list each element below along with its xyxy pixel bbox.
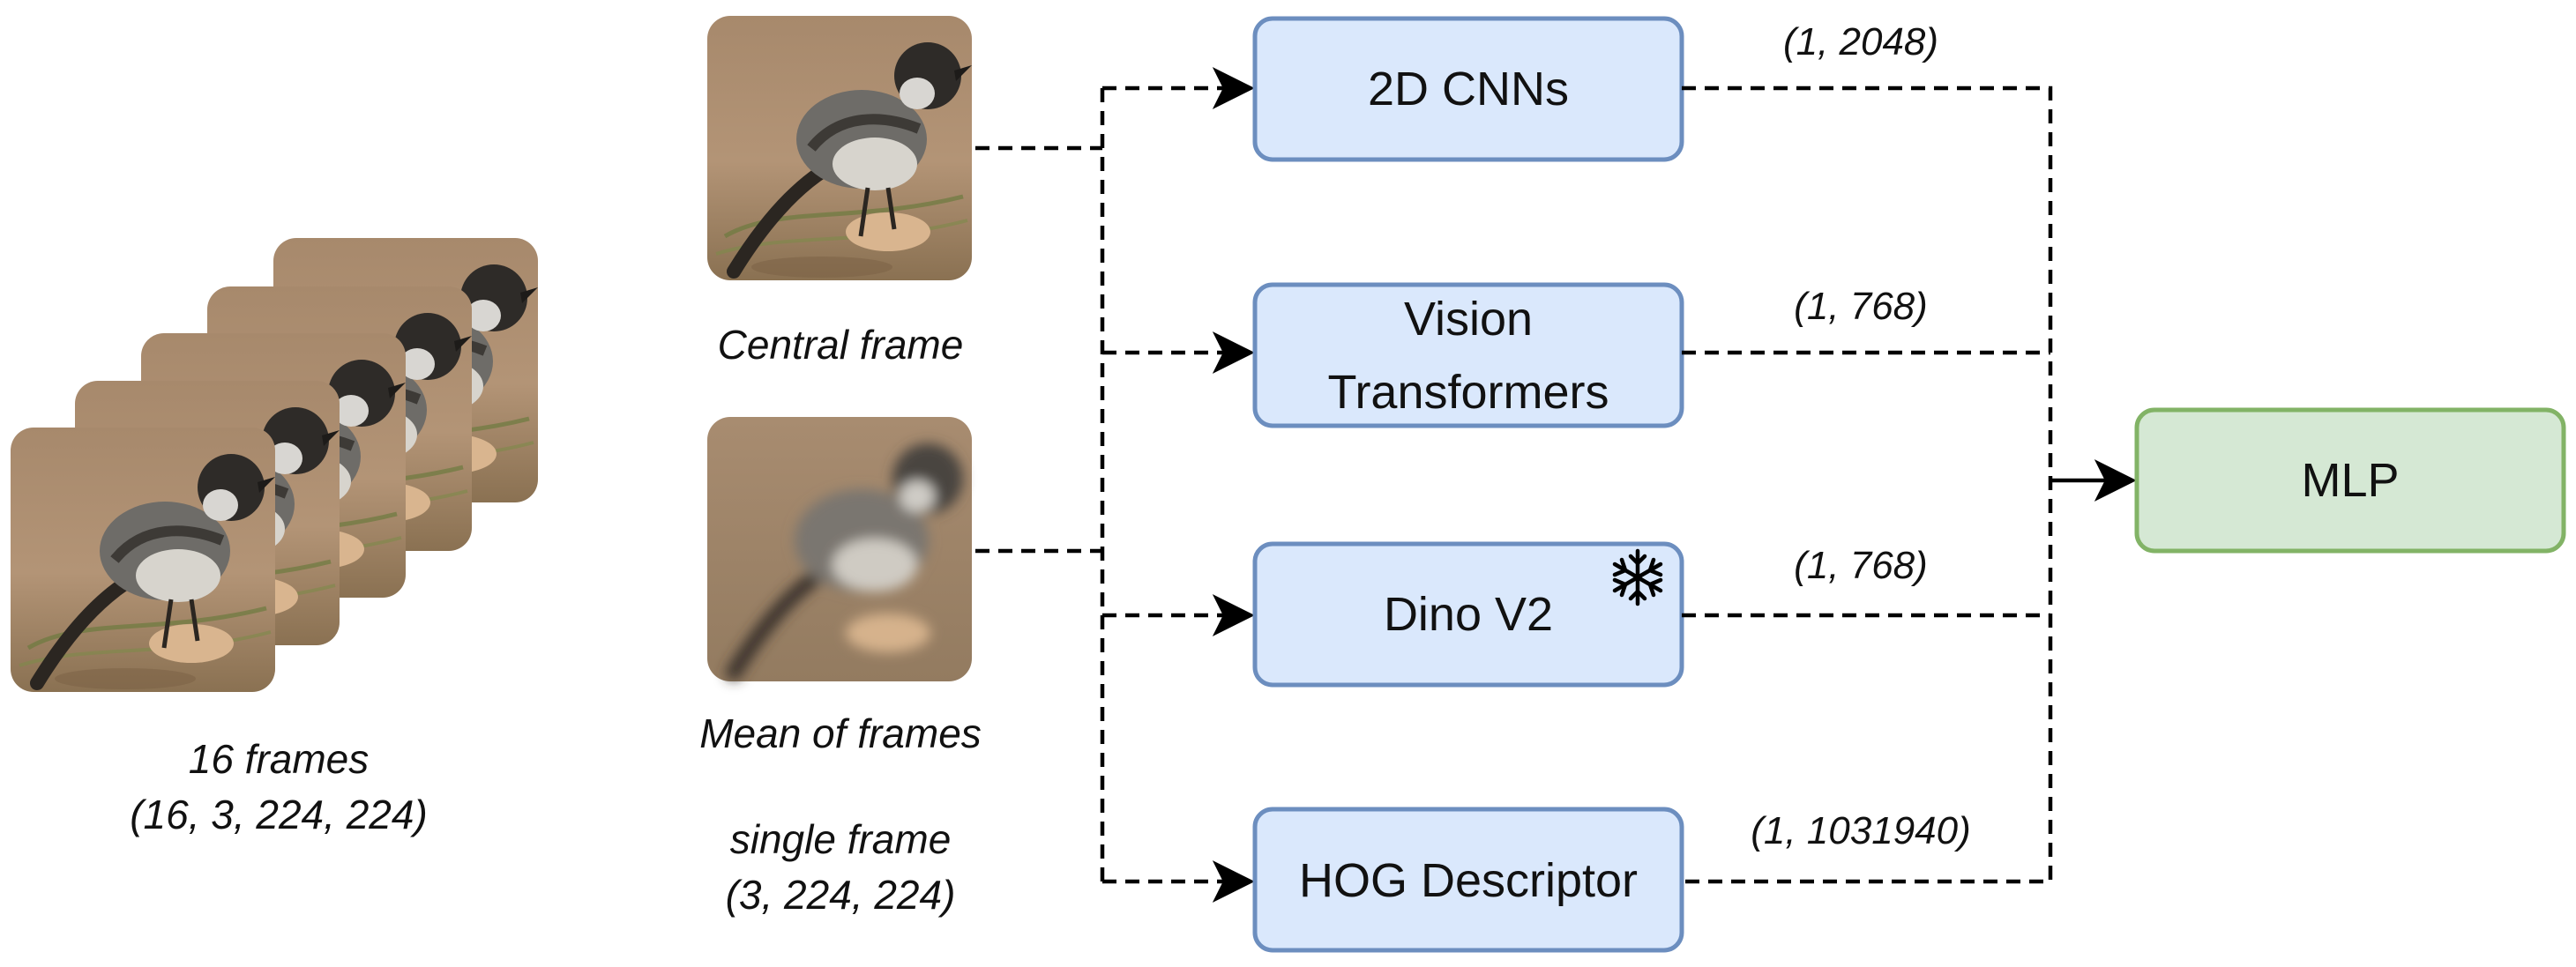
vit-box: Vision Transformers (1252, 282, 1684, 428)
stack-shape: (16, 3, 224, 224) (130, 792, 428, 837)
hog-box: HOG Descriptor (1252, 807, 1684, 953)
cnn-label: 2D CNNs (1368, 63, 1569, 115)
hog-label: HOG Descriptor (1299, 854, 1638, 907)
mlp-label: MLP (2301, 454, 2399, 507)
mlp-box: MLP (2134, 407, 2566, 554)
vit-label-line1: Vision (1404, 293, 1533, 346)
output-connectors (1682, 86, 2137, 884)
single-frame-caption: single frame (730, 816, 952, 862)
frame-tile (11, 428, 275, 692)
dino-label: Dino V2 (1384, 588, 1553, 641)
single-frame-shape: (3, 224, 224) (726, 872, 956, 918)
mean-frame-image (707, 417, 972, 681)
vit-output-dim: (1, 768) (1794, 285, 1928, 328)
central-frame-caption: Central frame (718, 322, 964, 368)
input-connectors (975, 67, 1255, 903)
mean-frame-caption: Mean of frames (699, 710, 982, 756)
cnn-output-dim: (1, 2048) (1783, 20, 1938, 63)
frame-stack (11, 238, 538, 692)
dino-box: Dino V2 (1252, 541, 1684, 688)
hog-output-dim: (1, 1031940) (1751, 809, 1971, 852)
cnn-box: 2D CNNs (1252, 16, 1684, 162)
vit-label-line2: Transformers (1327, 366, 1609, 419)
connector-out-bus (1682, 86, 2053, 884)
central-frame-image (707, 16, 972, 280)
stack-caption: 16 frames (189, 736, 370, 782)
dino-output-dim: (1, 768) (1794, 544, 1928, 587)
snowflake-icon (1612, 548, 1663, 606)
